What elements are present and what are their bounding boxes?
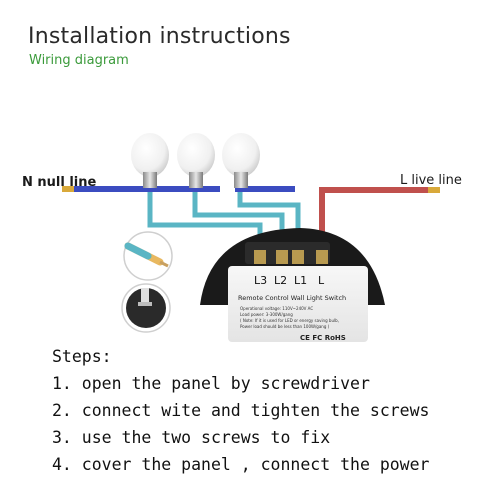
step-item: 1. open the panel by screwdriver xyxy=(52,374,370,393)
terminal-label: L1 xyxy=(294,274,307,287)
neutral-line-label: N null line xyxy=(22,175,97,190)
neutral-wire-link xyxy=(235,186,295,192)
step-item: 4. cover the panel , connect the power xyxy=(52,455,430,474)
step-item: 2. connect wite and tighten the screws xyxy=(52,401,430,420)
page-subtitle: Wiring diagram xyxy=(29,53,129,68)
switch-module xyxy=(200,228,385,342)
neutral-wire xyxy=(62,186,220,192)
switch-label: Remote Control Wall Light Switch xyxy=(238,294,346,302)
wire-end-inset xyxy=(123,231,173,281)
steps-heading: Steps: xyxy=(52,347,112,366)
switch-spec: Load power: 3-300W/gang xyxy=(240,312,293,317)
switch-spec: Power load should be less than 100W/gang… xyxy=(240,324,330,329)
terminal-label: L2 xyxy=(274,274,287,287)
switch-spec: Operational voltage: 110V~240V AC xyxy=(240,306,313,311)
switch-spec: ( Note: If it is used for LED or energy … xyxy=(240,318,339,323)
live-line-label: L live line xyxy=(400,173,462,188)
terminal-label: L3 xyxy=(254,274,267,287)
light-bulb xyxy=(222,133,260,188)
light-bulb xyxy=(177,133,215,188)
certification-marks: CE FC RoHS xyxy=(300,334,346,342)
switch-label-panel xyxy=(228,266,368,342)
light-bulb xyxy=(131,133,169,188)
page-title: Installation instructions xyxy=(28,24,291,49)
terminal-label: L xyxy=(318,274,325,287)
steps-list: Steps: 1. open the panel by screwdriver … xyxy=(52,343,430,478)
screwdriver-inset xyxy=(121,283,171,333)
step-item: 3. use the two screws to fix xyxy=(52,428,331,447)
